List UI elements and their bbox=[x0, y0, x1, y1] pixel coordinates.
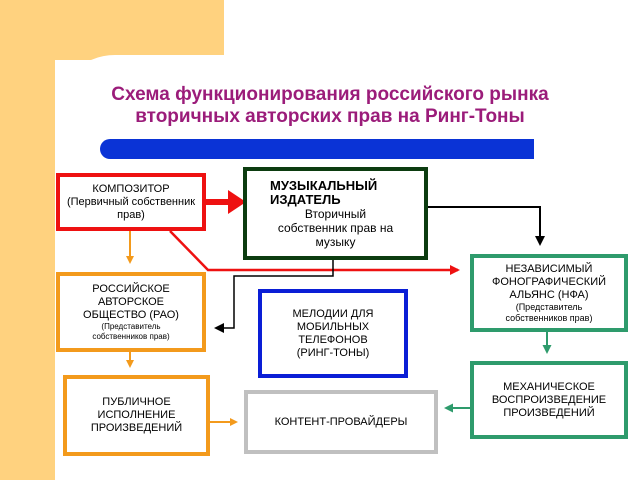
arrow-publisher-to-nfa bbox=[428, 206, 545, 246]
nfa-box: НЕЗАВИСИМЫЙ ФОНОГРАФИЧЕСКИЙ АЛЬЯНС (НФА)… bbox=[470, 254, 628, 332]
rao-sublabel: (Представитель собственников прав) bbox=[92, 321, 170, 341]
publisher-box: МУЗЫКАЛЬНЫЙ ИЗДАТЕЛЬ Вторичный собственн… bbox=[243, 167, 428, 260]
composer-sublabel: (Первичный собственник прав) bbox=[66, 195, 196, 221]
mechanical-reproduction-label: МЕХАНИЧЕСКОЕ ВОСПРОИЗВЕДЕНИЕ ПРОИЗВЕДЕНИ… bbox=[491, 380, 607, 419]
composer-label: КОМПОЗИТОР bbox=[92, 182, 170, 195]
public-performance-box: ПУБЛИЧНОЕ ИСПОЛНЕНИЕ ПРОИЗВЕДЕНИЙ bbox=[63, 375, 210, 456]
nfa-sublabel: (Представитель собственников прав) bbox=[505, 301, 593, 323]
publisher-label-line2: ИЗДАТЕЛЬ bbox=[270, 191, 341, 207]
public-performance-label: ПУБЛИЧНОЕ ИСПОЛНЕНИЕ ПРОИЗВЕДЕНИЙ bbox=[90, 396, 183, 434]
melodies-box: МЕЛОДИИ ДЛЯ МОБИЛЬНЫХ ТЕЛЕФОНОВ (РИНГ-ТО… bbox=[258, 289, 408, 378]
arrow-publisher-to-rao bbox=[214, 260, 334, 333]
publisher-label-line1: МУЗЫКАЛЬНЫЙ bbox=[270, 177, 378, 193]
nfa-label: НЕЗАВИСИМЫЙ ФОНОГРАФИЧЕСКИЙ АЛЬЯНС (НФА) bbox=[491, 262, 607, 301]
rao-label: РОССИЙСКОЕ АВТОРСКОЕ ОБЩЕСТВО (РАО) bbox=[83, 282, 179, 321]
background-accent-left bbox=[0, 0, 55, 480]
title-underline-bar bbox=[100, 139, 534, 159]
mechanical-reproduction-box: МЕХАНИЧЕСКОЕ ВОСПРОИЗВЕДЕНИЕ ПРОИЗВЕДЕНИ… bbox=[470, 361, 628, 439]
arrow-composer-to-publisher bbox=[206, 190, 246, 214]
rao-box: РОССИЙСКОЕ АВТОРСКОЕ ОБЩЕСТВО (РАО) (Пре… bbox=[56, 272, 206, 352]
composer-box: КОМПОЗИТОР (Первичный собственник прав) bbox=[56, 173, 206, 231]
melodies-label: МЕЛОДИИ ДЛЯ МОБИЛЬНЫХ ТЕЛЕФОНОВ (РИНГ-ТО… bbox=[292, 307, 374, 359]
arrow-composer-to-nfa bbox=[169, 230, 460, 275]
background-accent-top bbox=[0, 0, 224, 60]
publisher-sublabel: Вторичный собственник прав на музыку bbox=[277, 206, 394, 249]
content-providers-label: КОНТЕНТ-ПРОВАЙДЕРЫ bbox=[274, 415, 408, 428]
diagram-title: Схема функционирования российского рынка… bbox=[111, 84, 549, 127]
content-providers-box: КОНТЕНТ-ПРОВАЙДЕРЫ bbox=[244, 390, 438, 454]
